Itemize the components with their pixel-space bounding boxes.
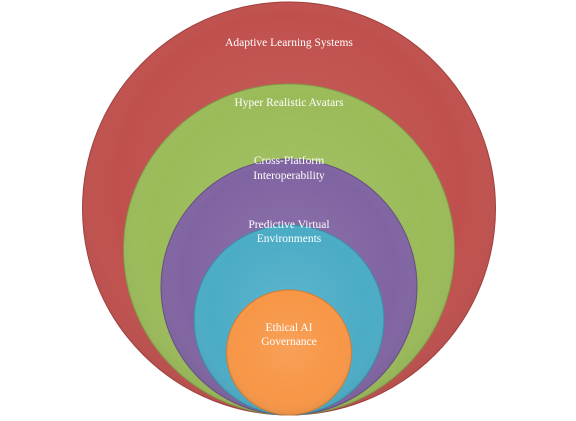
label-cross-platform: Interoperability [253, 170, 325, 182]
label-predictive-virtual: Environments [257, 233, 322, 245]
label-ethical-ai: Governance [261, 336, 317, 348]
circle-shading [226, 290, 352, 415]
label-adaptive-learning: Adaptive Learning Systems [225, 37, 353, 49]
label-predictive-virtual: Predictive Virtual [248, 219, 329, 231]
label-hyper-realistic-avatars: Hyper Realistic Avatars [234, 97, 344, 109]
label-cross-platform: Cross-Platform [254, 155, 324, 167]
label-ethical-ai: Ethical AI [266, 322, 313, 334]
